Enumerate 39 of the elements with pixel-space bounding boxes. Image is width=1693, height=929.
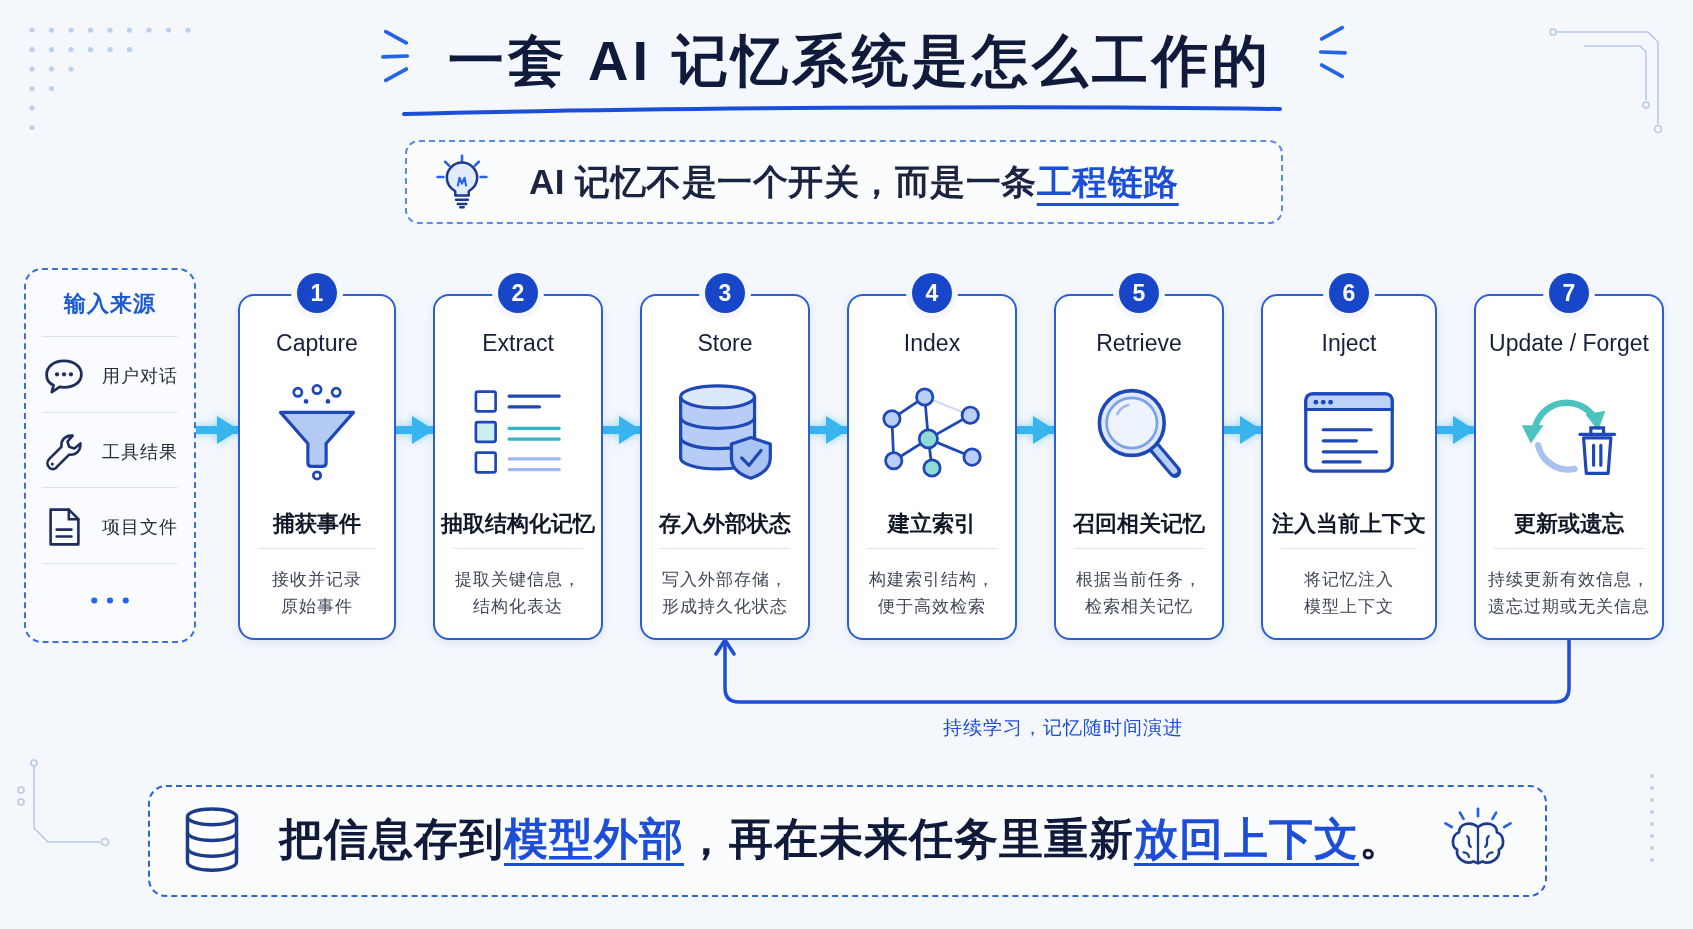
step-heading: 存入外部状态 [659,510,791,538]
step-heading: 抽取结构化记忆 [441,510,595,538]
arrow [810,416,848,444]
step-description: 持续更新有效信息，遗忘过期或无关信息 [1487,569,1651,618]
summary-box [148,785,1547,897]
step-heading: 注入当前上下文 [1272,510,1426,538]
step-heading: 建立索引 [888,510,976,538]
arrow [396,416,434,444]
source-label: 工具结果 [102,440,178,464]
step-heading: 更新或遗忘 [1514,510,1624,538]
source-panel [24,268,196,643]
step-description: 写入外部存储，形成持久化状态 [661,569,789,618]
step-title: Capture [276,329,358,357]
source-label: 用户对话 [102,365,178,388]
summary-text: 把信息存到模型外部，再在未来任务里重新放回上下文。 [279,813,1404,865]
panel-heading: 输入来源 [64,290,156,318]
step-description: 将记忆注入模型上下文 [1303,569,1395,618]
feedback-arrow [714,638,1571,704]
arrow [603,416,641,444]
arrow [1224,416,1262,444]
arrow [196,416,239,444]
arrow [1437,416,1475,444]
step-description: 提取关键信息，结构化表达 [454,569,582,618]
step-title: Update / Forget [1489,329,1649,357]
step-description: 接收并记录原始事件 [271,569,363,618]
step-title: Inject [1321,329,1377,357]
step-heading: 召回相关记忆 [1073,510,1205,538]
step-title: Index [903,329,961,357]
title: 一套 AI 记忆系统是怎么工作的 [448,28,1272,94]
arrow [1017,416,1055,444]
subtitle-box [405,140,1283,224]
step-description: 构建索引结构，便于高效检索 [868,569,996,618]
step-heading: 捕获事件 [273,510,361,538]
step-title: Extract [482,329,554,357]
subtitle-text: AI 记忆不是一个开关，而是一条工程链路 [529,161,1179,203]
step-title: Store [697,329,753,357]
step-description: 根据当前任务，检索相关记忆 [1075,569,1203,618]
step-title: Retrieve [1096,329,1182,357]
source-label: 项目文件 [102,516,178,539]
